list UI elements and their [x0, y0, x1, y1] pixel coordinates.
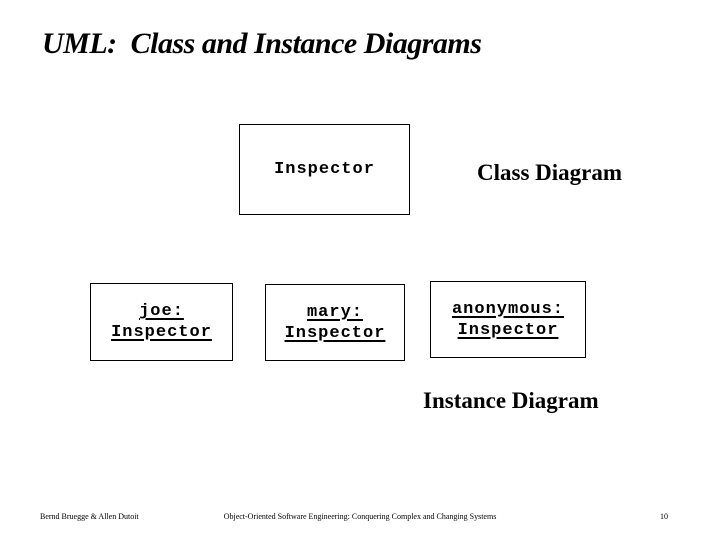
instance-box-joe: joe: Inspector — [90, 283, 233, 361]
instance-diagram-label: Instance Diagram — [423, 388, 599, 413]
instance-box-joe-type: Inspector — [111, 323, 212, 342]
instance-box-mary-name: mary: — [306, 302, 363, 322]
instance-box-anonymous: anonymous: Inspector — [430, 281, 586, 358]
class-diagram-label: Class Diagram — [477, 160, 623, 185]
footer-author: Bernd Bruegge & Allen Dutoit — [40, 512, 139, 521]
instance-box-joe-name: joe: — [139, 302, 184, 321]
instance-box-mary: mary: Inspector — [265, 284, 405, 361]
footer-book-title: Object-Oriented Software Engineering: Co… — [223, 512, 497, 521]
instance-box-mary-type: Inspector — [284, 323, 386, 343]
footer-page-number: 10 — [660, 512, 668, 521]
slide-footer: Bernd Bruegge & Allen Dutoit Object-Orie… — [0, 509, 720, 525]
class-box-label: Inspector — [274, 160, 375, 179]
class-box-inspector: Inspector — [239, 124, 410, 215]
instance-box-anonymous-name: anonymous: — [451, 299, 565, 319]
instance-box-anonymous-type: Inspector — [457, 320, 559, 340]
slide-title: UML: Class and Instance Diagrams — [42, 27, 482, 60]
